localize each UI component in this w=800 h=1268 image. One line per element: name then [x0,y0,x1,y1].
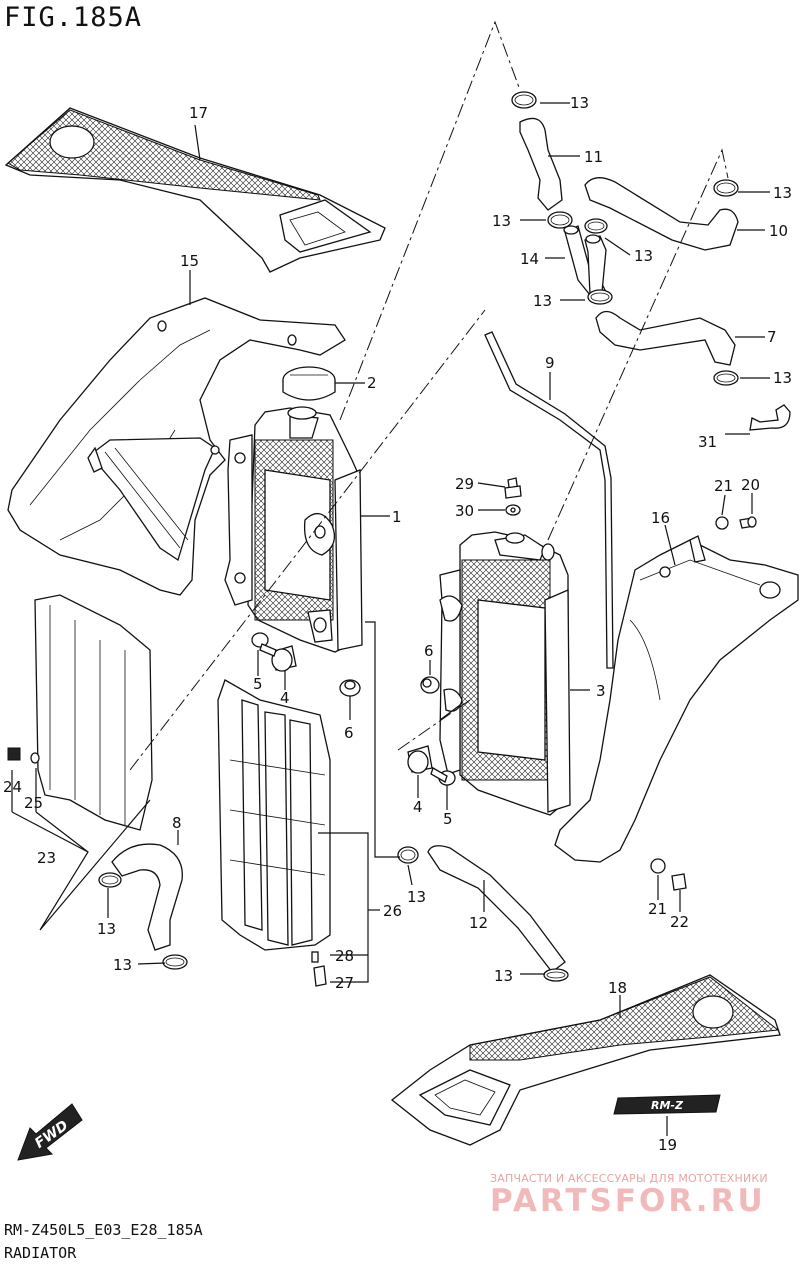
callout-21: 21 [648,900,667,918]
figure-code: RM-Z450L5_E03_E28_185A [4,1221,203,1239]
radiator-hose-11 [519,117,563,211]
bolt-20 [739,516,757,529]
callout-25: 25 [24,794,43,812]
watermark-tagline: ЗАПЧАСТИ И АКСЕССУАРЫ ДЛЯ МОТОТЕХНИКИ [490,1172,768,1185]
callout-19: 19 [658,1136,677,1154]
callout-29: 29 [455,475,474,493]
callout-1: 1 [392,508,402,526]
callout-6: 6 [344,724,354,742]
figure-title: FIG.185A [4,2,143,33]
callout-12: 12 [469,914,488,932]
grommet-right [407,745,433,774]
plug-right [420,676,440,694]
callout-5: 5 [253,675,263,693]
hose-clamp [547,211,573,229]
nut-25 [30,752,40,764]
rmz-emblem: RM-Z [613,1094,721,1115]
callout-13: 13 [634,247,653,265]
callout-11: 11 [584,148,603,166]
callout-2: 2 [367,374,377,392]
callout-13: 13 [97,920,116,938]
hose-joint [563,225,607,296]
figure-name: RADIATOR [4,1244,77,1262]
overflow-hose [484,331,614,669]
hose-clamp [98,872,122,888]
callout-4: 4 [280,689,290,707]
clip-24 [7,747,21,761]
callout-13: 13 [533,292,552,310]
bolt-right [430,767,456,786]
hose-clamp [511,91,537,109]
fwd-arrow-icon: FWD [17,1103,83,1161]
hose-clamp [587,289,613,305]
callout-4: 4 [413,798,423,816]
clip-27 [313,965,327,987]
leader-lines [11,20,770,1136]
callout-13: 13 [492,212,511,230]
grommet-left [271,645,297,672]
hose-clamp [713,370,739,386]
callout-30: 30 [455,502,474,520]
callout-16: 16 [651,509,670,527]
radiator-guard-right [217,679,331,951]
callout-6: 6 [424,642,434,660]
callout-14: 14 [520,250,539,268]
radiator-shroud-right [554,535,799,863]
callout-7: 7 [767,328,777,346]
callout-28: 28 [335,947,354,965]
shroud-graphic-right [390,974,781,1146]
radiator-hose-8 [111,843,183,951]
nut-21 [715,516,729,530]
callout-21: 21 [714,477,733,495]
callout-13: 13 [113,956,132,974]
radiator-hose-7 [595,310,736,366]
radiator-left [224,406,363,653]
hose-clamp [543,968,569,982]
callout-20: 20 [741,476,760,494]
callout-3: 3 [596,682,606,700]
hose-bracket [749,404,791,431]
callout-10: 10 [769,222,788,240]
radiator-hose-12 [427,845,566,973]
callout-9: 9 [545,354,555,372]
bolt-left [251,632,277,657]
hose-clamp [713,179,739,197]
radiator-hose-10 [584,177,739,251]
emblem-text: RM-Z [651,1099,684,1112]
screw-28 [311,951,319,963]
callout-13: 13 [570,94,589,112]
callout-27: 27 [335,974,354,992]
callout-5: 5 [443,810,453,828]
callout-13: 13 [494,967,513,985]
radiator-right [439,531,571,816]
callout-15: 15 [180,252,199,270]
radiator-shroud-left [7,297,346,596]
callout-labels: 1 2 3 4 4 5 5 6 6 7 8 9 10 11 13 13 13 1… [3,94,792,1154]
nut-21-lower [650,858,666,874]
radiator-cap [282,366,336,401]
callout-17: 17 [189,104,208,122]
callout-24: 24 [3,778,22,796]
hose-clamp [584,218,608,234]
callout-13: 13 [407,888,426,906]
plug-left [339,679,361,697]
washer-30 [505,504,521,516]
callout-18: 18 [608,979,627,997]
callout-13: 13 [773,369,792,387]
watermark-logo: PARTSFOR.RU [490,1183,766,1219]
hose-clamp [397,846,419,864]
bolt-22 [671,873,687,891]
callout-23: 23 [37,849,56,867]
callout-22: 22 [670,913,689,931]
callout-31: 31 [698,433,717,451]
hose-clamp [162,954,188,970]
shroud-graphic-left [4,107,386,273]
callout-26: 26 [383,902,402,920]
bolt-29 [504,477,522,499]
callout-8: 8 [172,814,182,832]
callout-13: 13 [773,184,792,202]
radiator-guard-left [34,594,153,831]
